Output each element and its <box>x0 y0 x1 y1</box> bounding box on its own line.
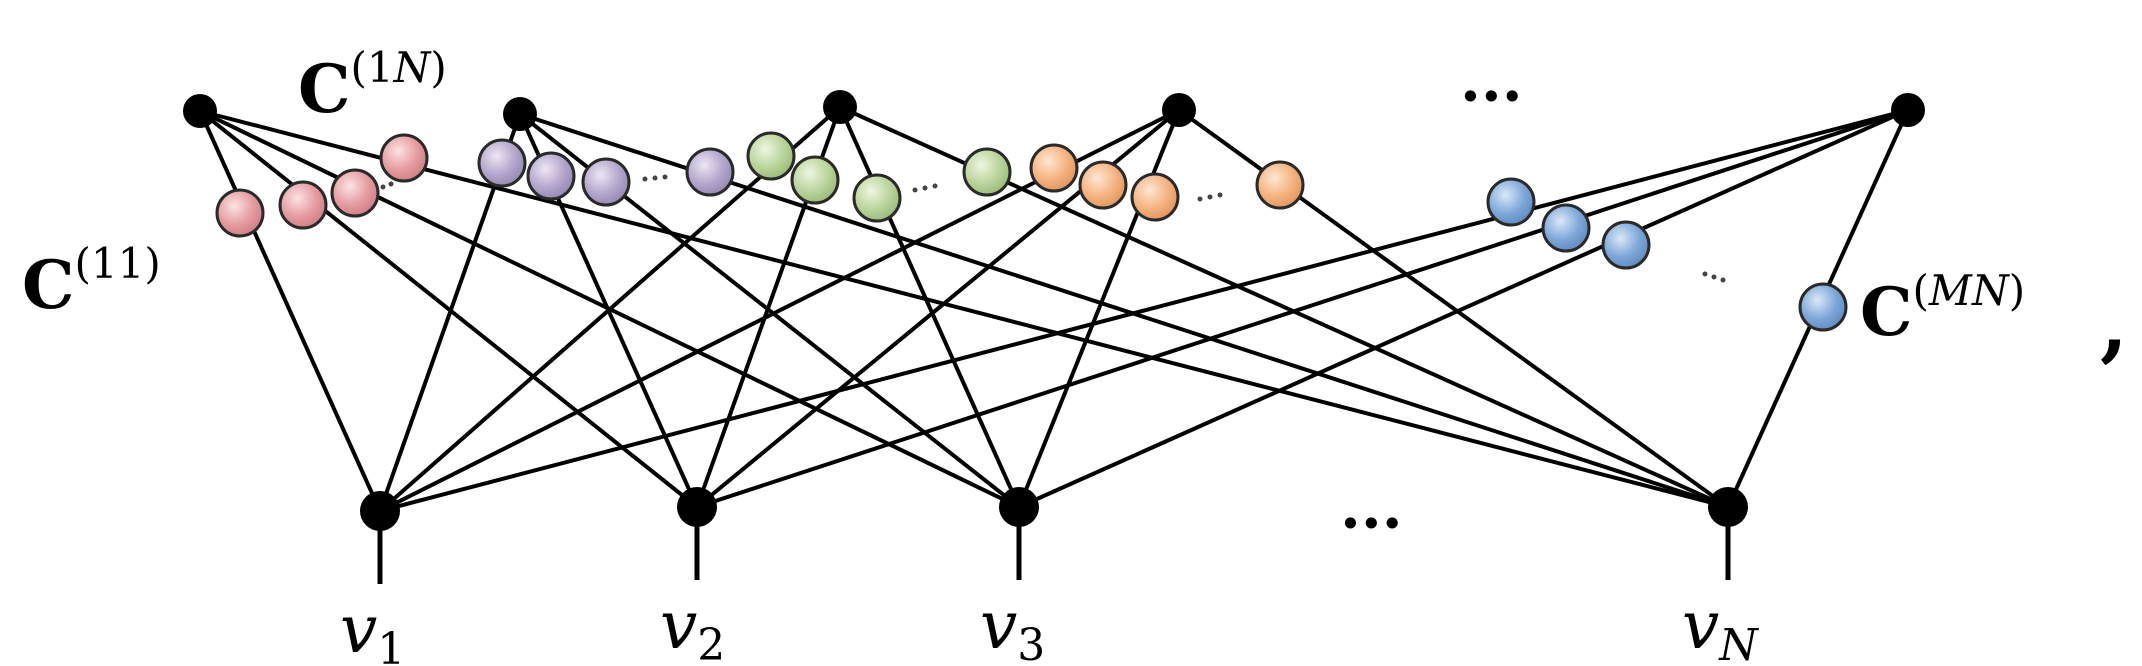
matrix-c4N <box>1255 160 1305 210</box>
hidden-node-2 <box>503 97 537 131</box>
edge-h1-vN <box>199 109 1729 509</box>
visible-node-v2 <box>677 487 717 527</box>
matrix-c22 <box>526 151 576 201</box>
matrix-c1N <box>379 133 429 183</box>
ellipsis-dot <box>1702 271 1708 277</box>
visible-nodes <box>360 487 1748 531</box>
edge-h1-v2 <box>198 109 699 509</box>
matrix-tensors <box>215 131 1848 332</box>
ellipsis-dot <box>388 181 394 187</box>
matrix-c33 <box>852 173 902 223</box>
label-v2: v2 <box>660 587 725 666</box>
ellipsis-dot <box>662 174 668 180</box>
hidden-node-M <box>1891 93 1925 127</box>
visible-node-vN <box>1708 487 1748 527</box>
matrix-c31 <box>746 131 796 181</box>
matrix-c32 <box>790 155 840 205</box>
ellipsis-dot <box>912 187 918 193</box>
ellipsis-dot <box>652 175 658 181</box>
matrix-c42 <box>1078 160 1128 210</box>
label-v1: v1 <box>340 591 405 666</box>
ellipsis-dot <box>642 176 648 182</box>
edge-hM-v1 <box>379 108 1909 513</box>
ellipsis-top: ··· <box>1460 62 1523 132</box>
label-v3: v3 <box>980 587 1045 666</box>
visible-node-v3 <box>999 487 1039 527</box>
label-c1N: C(1N) <box>298 43 447 128</box>
edge-h1-v1 <box>198 110 382 512</box>
ellipsis-dot <box>1217 192 1223 198</box>
matrix-c41 <box>1029 143 1079 193</box>
matrix-cM3 <box>1601 220 1651 270</box>
matrix-c23 <box>581 157 631 207</box>
hidden-node-3 <box>823 90 857 124</box>
matrix-cM2 <box>1541 203 1591 253</box>
edge-hM-v2 <box>696 108 1909 509</box>
matrix-c3N <box>962 147 1012 197</box>
label-c11: C(11) <box>22 239 161 324</box>
label-vN: vN <box>1682 587 1759 666</box>
ellipsis-dot <box>1711 274 1717 280</box>
ellipsis-dot <box>1207 194 1213 200</box>
matrix-c13 <box>330 168 380 218</box>
matrix-c43 <box>1130 172 1180 222</box>
trailing-comma: , <box>2100 277 2128 371</box>
ellipsis-bottom: ··· <box>1340 489 1403 559</box>
ellipsis-dot <box>922 185 928 191</box>
ellipsis-dot <box>1720 277 1726 283</box>
hidden-node-4 <box>1162 93 1196 127</box>
ellipsis-dot <box>1197 196 1203 202</box>
hidden-nodes <box>183 90 1925 131</box>
visible-node-v1 <box>360 491 400 531</box>
ellipsis-dot <box>932 183 938 189</box>
matrix-c12 <box>278 180 328 230</box>
edge-hM-v3 <box>1018 108 1909 509</box>
ellipsis-dot <box>380 184 386 190</box>
matrix-cM1 <box>1486 177 1536 227</box>
matrix-c2N <box>685 147 735 197</box>
matrix-c21 <box>477 138 527 188</box>
matrix-c11 <box>215 188 265 238</box>
label-cMN: C(MN) <box>1860 266 2025 351</box>
matrix-cMN <box>1798 282 1848 332</box>
open-legs <box>377 507 1731 584</box>
edge-h3-v3 <box>838 106 1021 508</box>
hidden-node-1 <box>183 94 217 128</box>
